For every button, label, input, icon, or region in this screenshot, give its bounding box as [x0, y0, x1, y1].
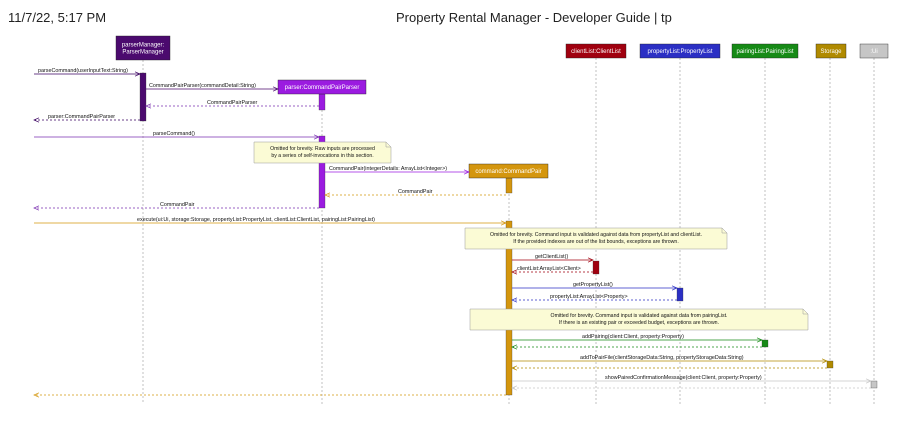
message-7-label: CommandPair	[160, 202, 195, 208]
message-9-label: getClientList()	[535, 254, 568, 260]
ui-participant-box	[859, 43, 889, 59]
note-1-fold	[721, 228, 727, 234]
note-0-text: Omitted for brevity. Raw inputs are proc…	[270, 146, 375, 152]
ui-participant-label: :Ui	[870, 49, 877, 55]
parser-participant-box	[277, 79, 367, 95]
message-17-arrowhead	[865, 378, 872, 384]
message-10-arrowhead	[511, 269, 518, 275]
parser-participant-label: parser:CommandPairParser	[285, 85, 360, 91]
message-15-arrowhead	[821, 358, 828, 364]
propertyList-participant-label: propertyList:PropertyList	[647, 49, 712, 55]
propertyList-activation-bar	[676, 287, 684, 302]
parserManager-activation-bar	[139, 72, 147, 122]
message-3-label: parser:CommandPairParser	[48, 114, 115, 120]
message-1-arrowhead	[272, 86, 279, 92]
message-7-arrowhead	[33, 205, 40, 211]
message-17-label: showPairedConfirmationMessage(client:Cli…	[605, 375, 762, 381]
note-2-text: Omitted for brevity. Command input is va…	[551, 313, 728, 319]
message-14-arrowhead	[511, 344, 518, 350]
parserManager-participant-label: ParserManager	[122, 50, 163, 56]
message-4-label: parseCommand()	[153, 131, 195, 137]
message-15-label: addToPairFile(clientStorageData:String, …	[580, 355, 744, 361]
print-page-title: Property Rental Manager - Developer Guid…	[396, 10, 672, 25]
note-1-box	[464, 227, 728, 250]
message-2-arrowhead	[145, 103, 152, 109]
message-0-arrowhead	[134, 71, 141, 77]
parserManager-participant-box	[115, 35, 171, 61]
message-13-arrowhead	[756, 337, 763, 343]
note-0-box	[253, 141, 392, 164]
message-10-label: clientList:ArrayList<Client>	[517, 266, 581, 272]
note-1-text: If the provided indexes are out of the l…	[513, 239, 679, 245]
message-18-arrowhead	[511, 385, 518, 391]
message-16-arrowhead	[511, 365, 518, 371]
message-9-arrowhead	[587, 257, 594, 263]
note-2-box	[469, 308, 809, 331]
message-11-arrowhead	[671, 285, 678, 291]
message-12-label: propertyList:ArrayList<Property>	[550, 294, 628, 300]
propertyList-participant-box	[639, 43, 721, 59]
pairingList-activation-bar	[761, 339, 769, 348]
pairingList-participant-label: pairingList:PairingList	[736, 49, 793, 55]
message-8-label: execute(ui:Ui, storage:Storage, property…	[137, 217, 375, 223]
note-0-fold	[385, 142, 391, 148]
command-activation-bar	[505, 177, 513, 194]
message-19-arrowhead	[33, 392, 40, 398]
command-participant-label: command:CommandPair	[475, 169, 541, 175]
message-6-label: CommandPair	[398, 189, 433, 195]
clientList-activation-bar	[592, 260, 600, 275]
pairingList-participant-box	[731, 43, 799, 59]
storage-activation-bar	[826, 360, 834, 369]
command-activation-bar	[505, 220, 513, 396]
note-0-text: by a series of self-invocations in this …	[271, 153, 373, 159]
message-0-label: parseCommand(userInputText:String)	[38, 68, 128, 74]
note-2-fold	[802, 309, 808, 315]
message-12-arrowhead	[511, 297, 518, 303]
clientList-participant-box	[565, 43, 627, 59]
clientList-participant-label: clientList:ClientList	[571, 49, 621, 55]
message-13-label: addPairing(client:Client, property:Prope…	[582, 334, 684, 340]
note-1-text: Omitted for brevity. Command input is va…	[490, 232, 702, 238]
message-2-label: CommandPairParser	[207, 100, 258, 106]
message-3-arrowhead	[33, 117, 40, 123]
storage-participant-label: Storage	[820, 49, 842, 55]
message-4-arrowhead	[313, 134, 320, 140]
message-5-label: CommandPair(integerDetails: ArrayList<In…	[329, 166, 447, 172]
message-6-arrowhead	[324, 192, 331, 198]
note-2-text: If there is an existing pair or exceeded…	[559, 320, 719, 326]
message-8-arrowhead	[500, 220, 507, 226]
message-1-label: CommandPairParser(commandDetail:String)	[149, 83, 256, 89]
message-11-label: getPropertyList()	[573, 282, 613, 288]
print-datetime: 11/7/22, 5:17 PM	[8, 10, 107, 25]
ui-activation-bar	[870, 380, 878, 389]
parser-activation-bar	[318, 93, 326, 111]
message-5-arrowhead	[463, 169, 470, 175]
command-participant-box	[468, 163, 549, 179]
parserManager-participant-label: parserManager:	[122, 43, 165, 49]
storage-participant-box	[815, 43, 847, 59]
